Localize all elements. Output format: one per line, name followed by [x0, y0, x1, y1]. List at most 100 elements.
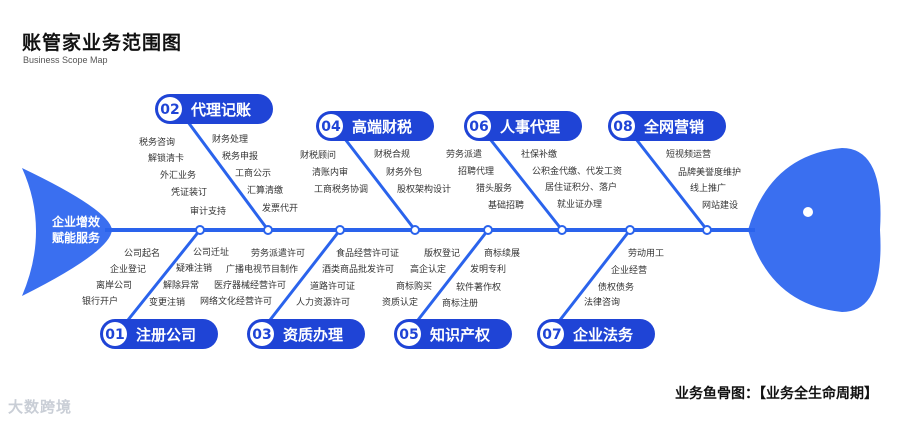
- tail-label-line1: 企业增效: [51, 214, 101, 229]
- service-item: 基础招聘: [488, 199, 524, 211]
- bone-06: [488, 138, 564, 231]
- category-pill-07: 07 企业法务: [537, 319, 655, 349]
- service-item: 猎头服务: [476, 182, 512, 194]
- service-item: 财务处理: [212, 133, 248, 145]
- service-item: 凭证装订: [171, 186, 207, 198]
- fish-eye: [803, 207, 813, 217]
- service-item: 解除异常: [163, 279, 199, 291]
- bone-05: [416, 229, 490, 321]
- service-item: 解锁清卡: [148, 152, 184, 164]
- service-item: 商标购买: [396, 280, 432, 292]
- service-item: 商标续展: [484, 247, 520, 259]
- service-item: 食品经营许可证: [336, 247, 399, 259]
- category-number: 02: [160, 102, 179, 118]
- category-label: 高端财税: [352, 118, 412, 136]
- service-item: 广播电视节目制作: [226, 263, 298, 275]
- spine-node-06: [557, 225, 567, 235]
- category-label: 注册公司: [136, 326, 196, 344]
- category-number: 08: [613, 119, 632, 135]
- category-number-badge: [250, 322, 274, 346]
- service-item: 财税合规: [374, 148, 410, 160]
- service-item: 工商税务协调: [314, 183, 368, 195]
- category-number: 01: [105, 327, 124, 343]
- bone-02: [186, 121, 270, 231]
- bone-07: [558, 229, 632, 321]
- category-pill-01: 01 注册公司: [100, 319, 218, 349]
- service-item: 汇算清缴: [247, 184, 283, 196]
- service-item: 工商公示: [235, 167, 271, 179]
- category-label: 企业法务: [572, 326, 634, 344]
- service-item: 清账内审: [312, 166, 348, 178]
- category-label: 代理记账: [190, 101, 251, 119]
- category-pill-bg: [155, 94, 273, 124]
- category-number: 03: [252, 327, 271, 343]
- service-item: 财务外包: [386, 166, 422, 178]
- service-item: 劳务派遣: [446, 148, 482, 160]
- service-item: 企业登记: [110, 263, 146, 275]
- category-number-badge: [467, 114, 491, 138]
- tail-label-line2: 赋能服务: [52, 230, 101, 245]
- category-pill-bg: [537, 319, 655, 349]
- category-number-badge: [540, 322, 564, 346]
- service-item: 招聘代理: [458, 165, 494, 177]
- spine-node-03: [335, 225, 345, 235]
- service-item: 短视频运营: [666, 148, 711, 160]
- service-item: 医疗器械经营许可: [214, 279, 286, 291]
- service-item: 公司起名: [124, 247, 160, 259]
- spine-node-08: [702, 225, 712, 235]
- spine-node-07: [625, 225, 635, 235]
- service-item: 社保补缴: [521, 148, 557, 160]
- service-item: 劳务派遣许可: [251, 247, 305, 259]
- service-item: 股权架构设计: [397, 183, 451, 195]
- category-number: 07: [542, 327, 561, 343]
- bone-04: [343, 138, 417, 231]
- category-pill-bg: [316, 111, 434, 141]
- category-number-badge: [103, 322, 127, 346]
- category-label: 资质办理: [283, 326, 343, 344]
- service-item: 变更注销: [149, 296, 185, 308]
- page-title: 账管家业务范围图: [22, 32, 183, 54]
- service-item: 财税顾问: [300, 149, 336, 161]
- category-pill-bg: [100, 319, 218, 349]
- category-pill-bg: [608, 111, 726, 141]
- service-item: 人力资源许可: [296, 296, 350, 308]
- service-item: 资质认定: [382, 296, 418, 308]
- spine-node-04: [410, 225, 420, 235]
- service-item: 审计支持: [190, 205, 226, 217]
- bone-03: [268, 229, 342, 321]
- category-label: 人事代理: [500, 118, 560, 136]
- category-number-badge: [397, 322, 421, 346]
- category-pill-03: 03 资质办理: [247, 319, 365, 349]
- service-item: 软件著作权: [456, 281, 501, 293]
- service-item: 居住证积分、落户: [545, 181, 617, 193]
- service-item: 商标注册: [442, 297, 478, 309]
- category-pill-08: 08 全网营销: [608, 111, 726, 141]
- service-item: 网站建设: [702, 199, 738, 211]
- service-item: 道路许可证: [310, 280, 355, 292]
- footer-caption: 业务鱼骨图：【业务全生命周期】: [675, 386, 878, 402]
- service-item: 法律咨询: [584, 296, 620, 308]
- service-item: 就业证办理: [557, 198, 602, 210]
- category-number-badge: [611, 114, 635, 138]
- service-item: 发明专利: [470, 263, 506, 275]
- service-item: 银行开户: [82, 295, 118, 307]
- service-item: 发票代开: [262, 202, 298, 214]
- service-item: 税务申报: [222, 150, 258, 162]
- category-pill-02: 02 代理记账: [155, 94, 273, 124]
- service-item: 税务咨询: [139, 136, 175, 148]
- fish-head: [748, 148, 881, 312]
- category-label: 全网营销: [643, 118, 704, 136]
- service-item: 劳动用工: [628, 247, 664, 259]
- service-item: 酒类商品批发许可: [322, 263, 394, 275]
- watermark-logo: 大数跨境: [8, 398, 73, 416]
- service-item: 高企认定: [410, 263, 446, 275]
- service-item: 线上推广: [690, 182, 726, 194]
- spine-node-02: [263, 225, 273, 235]
- page-subtitle: Business Scope Map: [23, 55, 108, 65]
- service-item: 外汇业务: [160, 169, 196, 181]
- bone-01: [126, 229, 202, 321]
